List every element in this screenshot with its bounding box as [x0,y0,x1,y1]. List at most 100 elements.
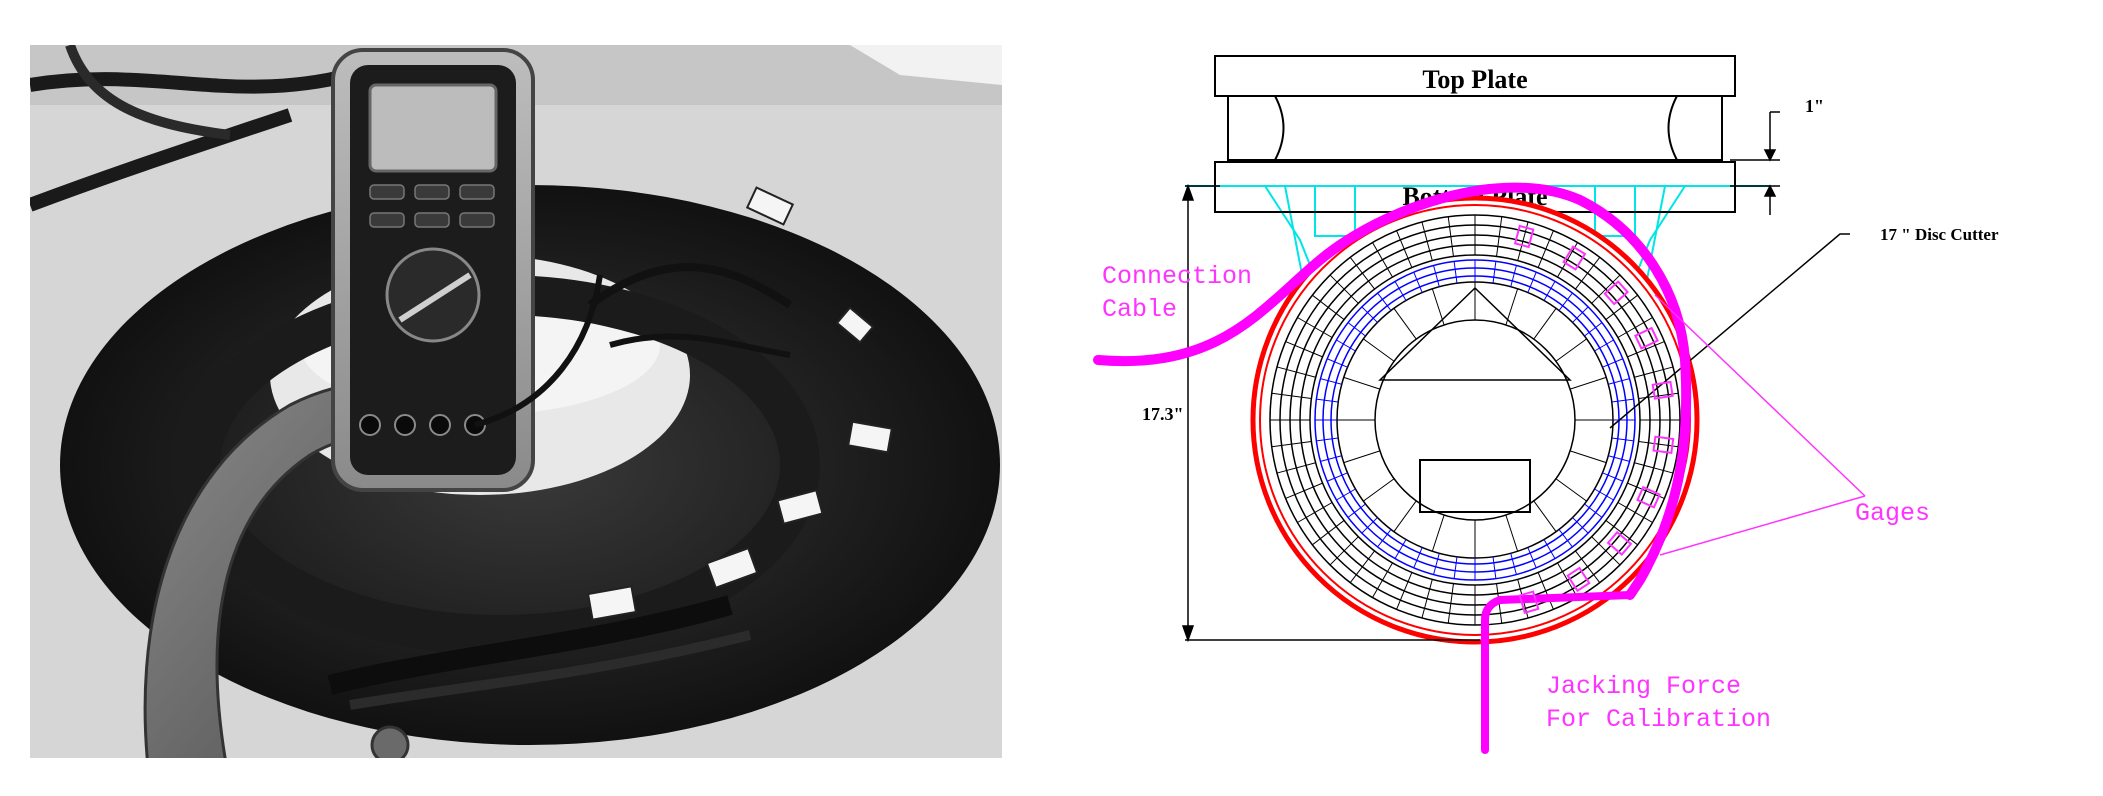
wheel-spoke [1316,437,1339,442]
wheel-spoke [1492,556,1497,579]
wheel-spoke [1297,502,1333,523]
wheel-spoke [1572,517,1589,534]
wheel-spoke [1575,550,1601,583]
wheel-spoke [1326,358,1348,368]
wheel-spoke [1336,339,1356,352]
height-label: 17.3" [1142,404,1184,424]
wheel-spoke [1543,539,1556,559]
wheel-spoke [1617,317,1653,338]
wheel-spoke [1431,514,1445,552]
wheel-spoke [1555,478,1587,502]
wheel-spoke [1320,378,1342,385]
wheel-spoke [1510,265,1517,287]
gage-marker [1634,326,1659,350]
wheel-spoke [1349,550,1375,583]
wheel-spoke [1558,292,1573,311]
wheel-spoke [1377,292,1392,311]
wheel-spoke [1569,450,1607,464]
wheel-spoke [1584,503,1603,518]
wheel-spoke [1361,517,1378,534]
wheel-spoke [1505,514,1519,552]
gage-marker [1603,280,1629,306]
gage-marker [1636,485,1661,509]
gages-label: Gages [1855,499,1930,528]
dim-1in-label: 1" [1805,96,1824,116]
gage-marker [1513,224,1535,249]
gage-marker [1606,530,1633,556]
wheel-spoke [1555,338,1587,362]
wheel-spoke [1361,306,1378,323]
wheel-spoke [1605,294,1638,320]
diagram-svg: Top Plate Bottom Plate [1093,55,1999,754]
wheel-spoke [1602,358,1624,368]
wheel-spoke [1326,472,1348,482]
wheel-spoke [1594,488,1614,501]
photo-instrumented-cutter [30,45,1002,758]
wheel-spoke [1363,338,1395,362]
wheel-spoke [1527,547,1537,569]
wheel-spoke [1421,579,1433,619]
jacking-force-line [1481,591,1634,754]
wheel-spoke [1297,317,1333,338]
wheel-spoke [1394,281,1407,301]
wheel-spoke [1285,482,1323,499]
jacking-force-label-line1: Jacking Force [1546,672,1741,701]
wheel-spoke [1433,265,1440,287]
wheel-spoke [1372,562,1393,598]
wheel-spoke [1543,281,1556,301]
wheel-spoke [1634,462,1674,474]
wheel-spoke [1591,274,1621,304]
wheel-spoke [1312,294,1345,320]
wheel-spoke [1393,308,1417,340]
wheel-spoke [1617,502,1653,523]
wheel-spoke [1421,221,1433,261]
wheel-spoke [1569,376,1607,390]
wheel-spoke [1447,216,1454,257]
wheel-spoke [1285,341,1323,358]
wheel-spoke [1349,257,1375,290]
wheel-spoke [1316,398,1339,403]
wheel-spoke [1602,472,1624,482]
disc-cutter-wheel [1250,195,1700,645]
wheel-spoke [1394,539,1407,559]
wheel-spoke [1343,450,1381,464]
connection-cable-label-line2: Cable [1102,295,1177,324]
wheel-spoke [1591,536,1621,566]
wheel-spoke [1363,478,1395,502]
wheel-spoke [1533,500,1557,532]
wheel-spoke [1496,216,1503,257]
hub-triangle [1378,286,1572,381]
wheel-spoke [1413,547,1423,569]
wheel-spoke [1413,271,1423,293]
wheel-spoke [1329,536,1359,566]
wheel-spoke [1537,230,1554,268]
wheel-spoke [1271,441,1312,448]
wheel-spoke [1276,366,1316,378]
wheel-spoke [1447,583,1454,624]
wheel-spoke [1433,553,1440,575]
jacking-force-label-line2: For Calibration [1546,705,1771,734]
wheel-spoke [1336,488,1356,501]
wheel-spoke [1396,230,1413,268]
gage-markers [1513,224,1675,615]
wheel-spoke [1584,322,1603,337]
wheel-spoke [1393,500,1417,532]
wheel-spoke [1492,261,1497,284]
wheel-spoke [1347,503,1366,518]
connection-cable-label-line1: Connection [1102,262,1252,291]
connection-cable [1093,182,1692,600]
hub-rect [1419,459,1531,513]
wheel-spoke [1510,553,1517,575]
gage-marker [1652,435,1675,455]
wheel-spoke [1453,556,1458,579]
wheel-spoke [1377,529,1392,548]
wheel-spoke [1271,392,1312,399]
wheel-spoke [1527,271,1537,293]
wheel-spoke [1611,398,1634,403]
gage-marker [1651,380,1674,400]
wheel-spoke [1594,339,1614,352]
wheel-spoke [1572,306,1589,323]
photo-illustration [30,45,1002,758]
wheel-spoke [1611,437,1634,442]
top-plate-label: Top Plate [1422,65,1527,94]
